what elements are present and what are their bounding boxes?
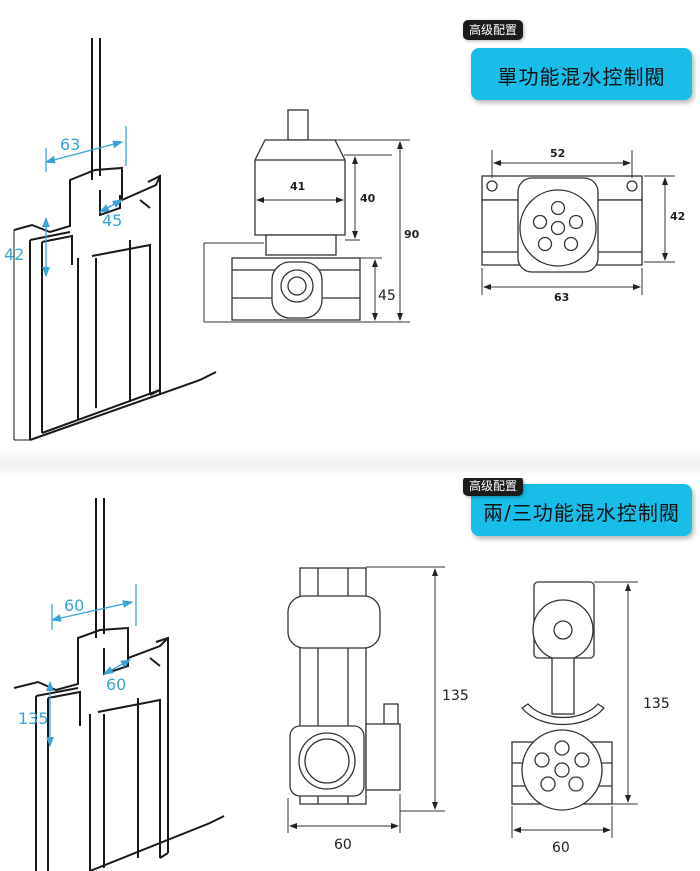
multi-function-tag: 高级配置 bbox=[463, 478, 524, 496]
side-dimension-lines bbox=[203, 139, 410, 323]
single-function-section: 63 45 42 41 bbox=[4, 20, 692, 441]
wall-width-label: 60 bbox=[64, 596, 84, 615]
multi-function-title: 兩/三功能混水控制閥 bbox=[483, 501, 680, 525]
side-dimension-lines bbox=[287, 566, 445, 833]
side-width-label: 60 bbox=[334, 837, 352, 853]
front-dimension-lines bbox=[481, 150, 675, 295]
multi-function-section: 60 60 135 135 60 bbox=[0, 478, 700, 871]
multi-function-drawing: 60 60 135 135 60 bbox=[13, 498, 670, 871]
wall-cutaway-drawing bbox=[13, 498, 225, 871]
single-function-title: 單功能混水控制閥 bbox=[497, 65, 666, 89]
side-total-height-label: 90 bbox=[404, 228, 420, 241]
multi-function-callout: 兩/三功能混水控制閥 bbox=[471, 484, 692, 536]
valve-front-view bbox=[481, 175, 643, 273]
wall-dimension-lines bbox=[46, 584, 137, 748]
front-height-label: 135 bbox=[643, 696, 670, 712]
single-function-callout: 單功能混水控制閥 bbox=[471, 48, 692, 100]
front-spacing-label: 52 bbox=[550, 147, 565, 160]
wall-width-label: 63 bbox=[60, 135, 80, 154]
wall-depth-label: 60 bbox=[106, 675, 126, 694]
front-dimension-lines bbox=[511, 581, 638, 838]
side-height-label: 135 bbox=[442, 688, 469, 704]
wall-cutaway-drawing bbox=[13, 38, 217, 441]
valve-side-view bbox=[231, 109, 361, 321]
wall-height-label: 135 bbox=[18, 709, 49, 728]
valve-side-view bbox=[287, 567, 401, 805]
wall-dimension-lines bbox=[42, 126, 127, 278]
front-width-label: 63 bbox=[554, 291, 569, 304]
section-divider bbox=[0, 450, 700, 478]
wall-depth-label: 45 bbox=[102, 211, 122, 230]
front-width-label: 60 bbox=[552, 840, 570, 856]
valve-front-view bbox=[511, 581, 613, 811]
front-height-label: 42 bbox=[670, 210, 685, 223]
wall-height-label: 42 bbox=[4, 245, 24, 264]
side-upper-height-label: 40 bbox=[360, 192, 376, 205]
single-function-tag: 高级配置 bbox=[463, 20, 524, 40]
side-width-label: 41 bbox=[290, 180, 305, 193]
side-lower-height-label: 45 bbox=[378, 288, 396, 304]
single-function-drawing: 63 45 42 41 bbox=[4, 38, 685, 441]
